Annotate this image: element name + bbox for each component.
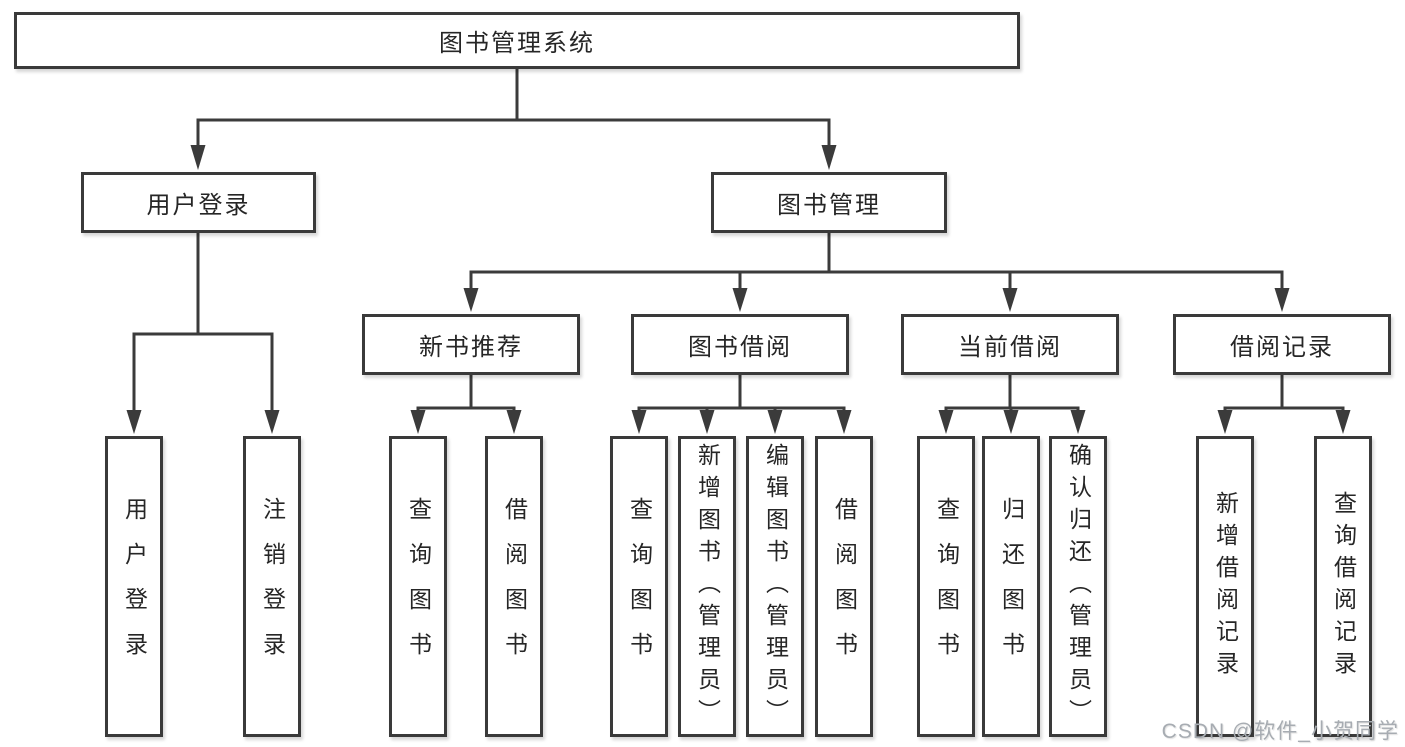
node-new-book-recommend-label: 新书推荐 (419, 334, 523, 361)
node-user-login: 用户登录 (81, 172, 316, 233)
leaf-query-books-borrow-label: 查询图书 (626, 496, 653, 677)
leaf-add-books-admin-label: 新增图书（管理员） (694, 442, 721, 731)
leaf-query-books-current-label: 查询图书 (933, 496, 960, 677)
node-root: 图书管理系统 (14, 12, 1020, 69)
leaf-query-books-recommend: 查询图书 (389, 436, 447, 737)
leaf-query-books-recommend-label: 查询图书 (405, 496, 432, 677)
leaf-query-books-borrow: 查询图书 (610, 436, 668, 737)
leaf-borrow-books-recommend-label: 借阅图书 (501, 496, 528, 677)
leaf-user-login-label: 用户登录 (121, 496, 148, 677)
node-current-borrow: 当前借阅 (901, 314, 1119, 375)
leaf-edit-books-admin-label: 编辑图书（管理员） (762, 442, 789, 731)
leaf-logout-label: 注销登录 (259, 496, 286, 677)
leaf-borrow-books-label: 借阅图书 (831, 496, 858, 677)
leaf-query-books-current: 查询图书 (917, 436, 975, 737)
leaf-add-borrow-record: 新增借阅记录 (1196, 436, 1254, 737)
leaf-confirm-return-admin: 确认归还（管理员） (1049, 436, 1107, 737)
leaf-return-books: 归还图书 (982, 436, 1040, 737)
node-user-login-label: 用户登录 (146, 192, 251, 219)
node-book-management: 图书管理 (711, 172, 947, 233)
node-book-borrow-label: 图书借阅 (688, 334, 792, 361)
leaf-logout: 注销登录 (243, 436, 301, 737)
leaf-borrow-books: 借阅图书 (815, 436, 873, 737)
arrowheads (126, 145, 1351, 434)
node-current-borrow-label: 当前借阅 (958, 334, 1062, 361)
leaf-query-borrow-record-label: 查询借阅记录 (1330, 490, 1357, 683)
leaf-edit-books-admin: 编辑图书（管理员） (746, 436, 804, 737)
leaf-add-books-admin: 新增图书（管理员） (678, 436, 736, 737)
node-book-management-label: 图书管理 (777, 192, 881, 219)
node-book-borrow: 图书借阅 (631, 314, 849, 375)
leaf-user-login: 用户登录 (105, 436, 163, 737)
leaf-query-borrow-record: 查询借阅记录 (1314, 436, 1372, 737)
node-borrow-records: 借阅记录 (1173, 314, 1391, 375)
leaf-return-books-label: 归还图书 (998, 496, 1025, 677)
node-borrow-records-label: 借阅记录 (1230, 334, 1334, 361)
node-new-book-recommend: 新书推荐 (362, 314, 580, 375)
leaf-add-borrow-record-label: 新增借阅记录 (1212, 490, 1239, 683)
node-root-label: 图书管理系统 (439, 30, 595, 57)
leaf-borrow-books-recommend: 借阅图书 (485, 436, 543, 737)
leaf-confirm-return-admin-label: 确认归还（管理员） (1065, 442, 1092, 731)
